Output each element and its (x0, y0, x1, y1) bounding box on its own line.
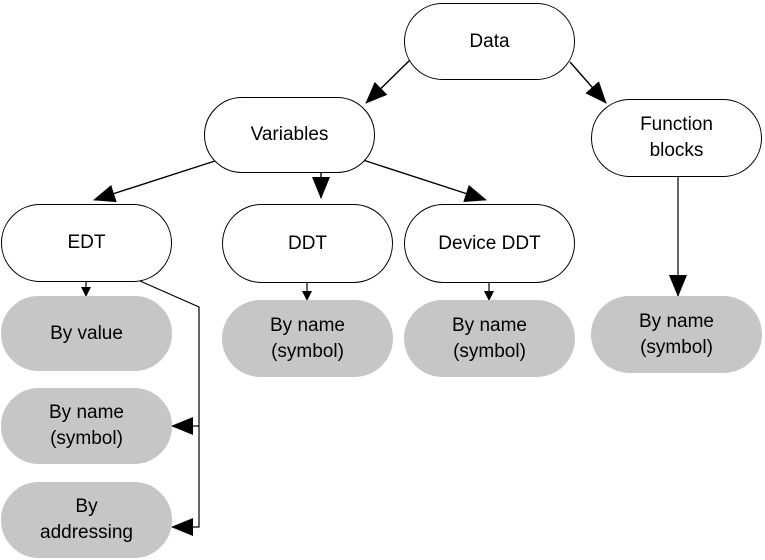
node-ddt: DDT (222, 204, 393, 283)
edge-variables-device-ddt (362, 159, 487, 203)
node-device-ddt: Device DDT (404, 204, 575, 283)
node-edt-by-value: By value (1, 296, 172, 371)
node-variables: Variables (204, 97, 375, 173)
edge-data-function-blocks (569, 61, 607, 104)
node-data: Data (404, 3, 575, 80)
node-edt-by-name: By name (symbol) (1, 388, 172, 464)
node-device-ddt-by-name: By name (symbol) (404, 300, 575, 377)
node-edt: EDT (1, 204, 172, 282)
node-ddt-by-name: By name (symbol) (222, 300, 393, 377)
edge-data-variables (365, 59, 411, 104)
node-function-blocks-by-name: By name (symbol) (591, 296, 762, 373)
edge-edt-bracket (139, 280, 200, 536)
edge-variables-edt (93, 159, 219, 203)
node-edt-by-addressing: By addressing (1, 482, 172, 558)
node-function-blocks: Function blocks (591, 99, 762, 177)
